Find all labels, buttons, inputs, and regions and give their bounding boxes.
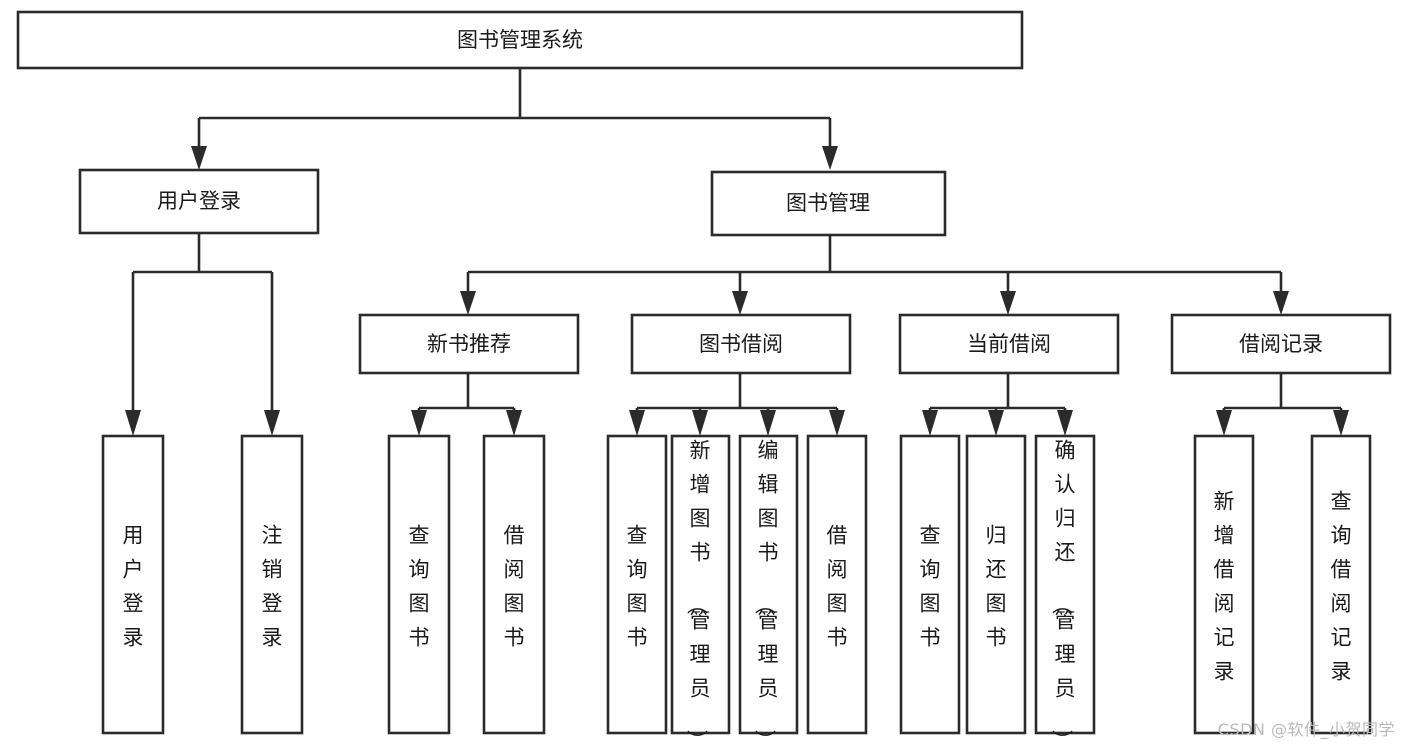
node-new-book-recommend-box[interactable] <box>358 313 580 375</box>
leaf-edit-book-label: 编辑图书（管理员） <box>753 439 779 747</box>
leaf-query-book-3-label: 查询图书 <box>920 524 941 650</box>
node-current-borrow-label: 当前借阅 <box>967 332 1051 356</box>
leaf-confirm-return-box[interactable] <box>1034 434 1096 735</box>
node-user-login-label: 用户登录 <box>157 189 241 213</box>
node-user-login-box[interactable] <box>78 168 320 235</box>
leaf-confirm-return-label: 确认归还（管理员） <box>1050 439 1076 747</box>
leaf-borrow-book-1-label: 借阅图书 <box>504 524 525 650</box>
node-new-book-recommend-label: 新书推荐 <box>427 332 511 356</box>
leaf-add-book-box[interactable] <box>670 434 731 735</box>
node-borrow-record[interactable]: 借阅记录 <box>1170 313 1392 375</box>
leaf-query-record[interactable]: 查询借阅记录 <box>1310 434 1372 735</box>
leaf-query-record-box[interactable] <box>1310 434 1372 735</box>
leaf-edit-book-box[interactable] <box>738 434 799 735</box>
leaf-add-book[interactable]: 新增图书（管理员） <box>670 434 731 747</box>
leaf-add-book-label: 新增图书（管理员） <box>685 439 711 747</box>
node-book-borrow-box[interactable] <box>630 313 852 375</box>
arrow-new-book-icon <box>460 291 476 315</box>
leaf-borrow-book-1-box[interactable] <box>482 434 546 735</box>
arrow-leaf-borrow-book-1-icon <box>506 410 522 436</box>
leaf-user-login[interactable]: 用户登录 <box>101 434 165 735</box>
node-root[interactable]: 图书管理系统 <box>16 10 1024 70</box>
leaf-add-record-box[interactable] <box>1193 434 1255 735</box>
leaf-query-book-2-box[interactable] <box>606 434 668 735</box>
leaf-add-record-label: 新增借阅记录 <box>1214 490 1235 684</box>
arrow-leaf-return-book-icon <box>988 410 1004 436</box>
arrow-to-user-login-icon <box>191 146 207 170</box>
leaf-borrow-book-2[interactable]: 借阅图书 <box>806 434 868 735</box>
node-book-manage-label: 图书管理 <box>786 191 870 215</box>
node-root-label: 图书管理系统 <box>457 28 583 52</box>
arrow-leaf-user-logout-icon <box>264 410 280 436</box>
arrow-leaf-query-book-1-icon <box>411 410 427 436</box>
leaf-borrow-book-2-label: 借阅图书 <box>827 524 848 650</box>
leaf-confirm-return[interactable]: 确认归还（管理员） <box>1034 434 1096 747</box>
leaf-user-login-box[interactable] <box>101 434 165 735</box>
leaf-user-logout-box[interactable] <box>240 434 304 735</box>
arrow-leaf-query-record-icon <box>1333 410 1349 436</box>
arrow-leaf-add-record-icon <box>1216 410 1232 436</box>
node-book-borrow-label: 图书借阅 <box>699 332 783 356</box>
node-new-book-recommend[interactable]: 新书推荐 <box>358 313 580 375</box>
leaf-user-logout-label: 注销登录 <box>262 524 283 650</box>
arrow-borrow-record-icon <box>1273 291 1289 315</box>
arrow-leaf-confirm-return-icon <box>1057 410 1073 436</box>
arrow-to-book-manage-icon <box>822 146 838 170</box>
node-user-login[interactable]: 用户登录 <box>78 168 320 235</box>
arrow-leaf-borrow-book-2-icon <box>829 410 845 436</box>
arrow-leaf-edit-book-icon <box>760 410 776 436</box>
arrow-leaf-query-book-3-icon <box>922 410 938 436</box>
node-book-manage[interactable]: 图书管理 <box>710 170 947 237</box>
node-root-box[interactable] <box>16 10 1024 70</box>
leaf-borrow-book-1[interactable]: 借阅图书 <box>482 434 546 735</box>
leaf-query-book-1-box[interactable] <box>387 434 451 735</box>
leaf-borrow-book-2-box[interactable] <box>806 434 868 735</box>
node-book-borrow[interactable]: 图书借阅 <box>630 313 852 375</box>
node-current-borrow-box[interactable] <box>898 313 1120 375</box>
leaf-query-book-1[interactable]: 查询图书 <box>387 434 451 735</box>
leaf-return-book-box[interactable] <box>965 434 1027 735</box>
node-borrow-record-label: 借阅记录 <box>1239 332 1323 356</box>
leaf-query-book-2-label: 查询图书 <box>627 524 648 650</box>
csdn-watermark: CSDN @软件_小贺同学 <box>1217 720 1395 739</box>
leaf-user-logout[interactable]: 注销登录 <box>240 434 304 735</box>
arrow-current-borrow-icon <box>1000 291 1016 315</box>
leaf-return-book-label: 归还图书 <box>986 524 1007 650</box>
arrow-book-borrow-icon <box>732 291 748 315</box>
arrow-leaf-query-book-2-icon <box>629 410 645 436</box>
leaf-edit-book[interactable]: 编辑图书（管理员） <box>738 434 799 747</box>
leaf-query-record-label: 查询借阅记录 <box>1331 490 1352 684</box>
edge-layer <box>125 68 1349 436</box>
arrow-leaf-add-book-icon <box>692 410 708 436</box>
leaf-query-book-3-box[interactable] <box>899 434 961 735</box>
leaf-user-login-label: 用户登录 <box>123 524 144 650</box>
leaf-add-record[interactable]: 新增借阅记录 <box>1193 434 1255 735</box>
leaf-return-book[interactable]: 归还图书 <box>965 434 1027 735</box>
arrow-leaf-user-login-icon <box>125 410 141 436</box>
leaf-query-book-3[interactable]: 查询图书 <box>899 434 961 735</box>
leaf-query-book-2[interactable]: 查询图书 <box>606 434 668 735</box>
node-book-manage-box[interactable] <box>710 170 947 237</box>
leaf-query-book-1-label: 查询图书 <box>409 524 430 650</box>
node-current-borrow[interactable]: 当前借阅 <box>898 313 1120 375</box>
node-borrow-record-box[interactable] <box>1170 313 1392 375</box>
